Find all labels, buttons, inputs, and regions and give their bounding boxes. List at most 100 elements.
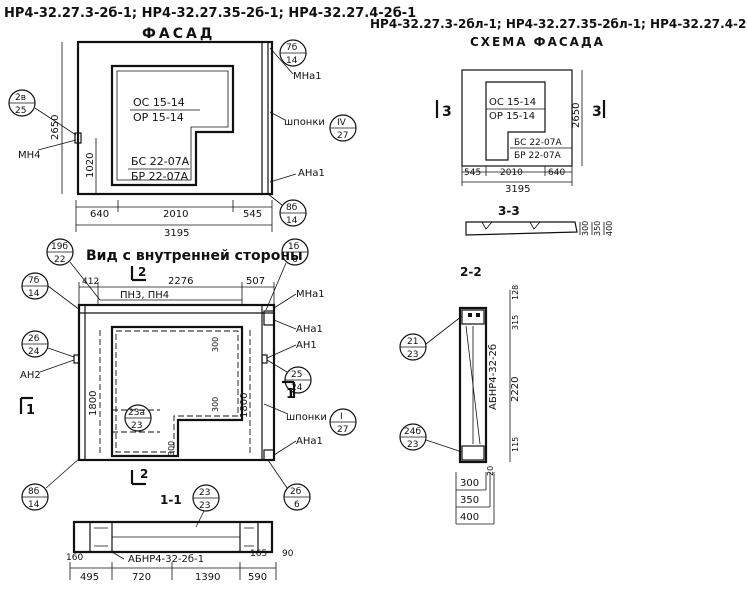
header-right: НР4-32.27.3-2бл-1; НР4-32.27.35-2бл-1; Н…	[370, 17, 747, 31]
scheme-section-left: 3	[442, 104, 452, 120]
section22-profile	[458, 306, 488, 464]
section33-dim-300: 300	[581, 221, 590, 236]
interior-section-mark-bottom: 2	[140, 467, 148, 481]
svg-text:27: 27	[337, 425, 348, 435]
interior-label-ana1-a: АНа1	[296, 324, 323, 335]
section11-dim-160: 160	[66, 553, 83, 563]
section11-title: 1-1	[160, 493, 182, 507]
svg-text:23: 23	[407, 440, 418, 450]
interior-dim-d1: 412	[82, 277, 99, 287]
svg-text:22: 22	[54, 255, 65, 265]
facade-leader-mna1	[269, 47, 294, 75]
interior-rebar-frame	[115, 330, 239, 453]
scheme-dim-height: 2650	[571, 103, 582, 128]
section11-callout: 23 23	[192, 484, 220, 528]
section22-dim-315: 315	[511, 315, 520, 330]
section22-callout-21: 21 23	[399, 315, 463, 361]
interior-callout-8b: 8б 14	[21, 457, 81, 511]
svg-text:27: 27	[337, 131, 348, 141]
facade-door-top: БС 22-07А	[131, 155, 190, 168]
facade-window-top: ОС 15-14	[133, 96, 185, 109]
section11-mark: АБНР4-32-2б-1	[128, 554, 204, 565]
section33-dim-400: 400	[605, 221, 614, 236]
svg-text:2в: 2в	[15, 93, 26, 103]
interior-callout-25: 25 24	[266, 359, 312, 394]
section-3-3: 3-3 300 350 400	[465, 204, 614, 236]
facade-title: ФАСАД	[142, 26, 215, 42]
interior-dim-d2: 2276	[168, 276, 193, 287]
scheme-view: СХЕМА ФАСАДА ОС 15-14 ОР 15-14 БС 22-07А…	[435, 35, 606, 195]
scheme-opening	[485, 81, 546, 161]
interior-view: Вид с внутренней стороны ПН3, ПН4 412 22…	[19, 238, 357, 511]
svg-text:14: 14	[286, 216, 298, 226]
svg-text:26: 26	[28, 334, 40, 344]
interior-label-an1: АН1	[296, 340, 317, 351]
svg-text:24б: 24б	[404, 427, 421, 437]
section22-mark: АБНР4-32-2б	[488, 344, 499, 410]
facade-callout-2v: 2в 25	[8, 89, 77, 136]
section33-profile	[465, 221, 578, 236]
svg-text:21: 21	[407, 337, 418, 347]
interior-callout-19b: 19б 22	[46, 238, 101, 301]
facade-dim-d3: 545	[243, 209, 262, 220]
svg-text:23: 23	[199, 488, 210, 498]
svg-text:I: I	[340, 412, 343, 422]
facade-leader-mn4	[37, 139, 77, 151]
svg-text:8б: 8б	[28, 487, 40, 497]
section-2-2: 2-2 АБНР4-32-2б 128 315 2220 115 20 21 2…	[399, 265, 521, 525]
facade-leader-ana1	[269, 173, 297, 183]
svg-text:1б: 1б	[288, 242, 300, 252]
scheme-section-right: 3	[592, 104, 602, 120]
interior-dim-d3: 507	[246, 276, 265, 287]
svg-text:7б: 7б	[28, 276, 40, 286]
interior-section-mark-left: 1	[26, 403, 35, 418]
section22-callout-24b: 24б 23	[399, 423, 463, 453]
svg-text:7б: 7б	[286, 43, 298, 53]
svg-text:24: 24	[28, 347, 40, 357]
section22-w400: 400	[460, 512, 479, 523]
section22-w300: 300	[460, 478, 479, 489]
svg-text:25: 25	[291, 370, 302, 380]
scheme-window-top: ОС 15-14	[489, 97, 536, 108]
facade-window-bottom: ОР 15-14	[133, 111, 184, 124]
facade-label-mn4: МН4	[18, 150, 41, 161]
svg-text:24: 24	[291, 383, 303, 393]
interior-dim-300c: 300	[167, 441, 176, 456]
section22-dim-128: 128	[511, 285, 520, 300]
facade-dim-sill: 1020	[85, 153, 96, 178]
facade-view: ФАСАД ОС 15-14 ОР 15-14 БС 22-07А БР 22-…	[8, 26, 357, 239]
section33-dim-350: 350	[593, 221, 602, 236]
facade-callout-7b: 7б 14	[279, 39, 307, 67]
section11-dim-1390: 1390	[195, 572, 220, 583]
facade-dim-height: 2650	[50, 115, 61, 140]
section11-profile	[72, 520, 274, 554]
interior-label-mna1: МНа1	[296, 289, 325, 300]
facade-label-ana1: АНа1	[298, 168, 325, 179]
interior-callout-26: 26 24	[21, 330, 75, 358]
interior-title: Вид с внутренней стороны	[86, 248, 303, 264]
section22-title: 2-2	[460, 265, 482, 279]
interior-dim-h2: 1800	[239, 393, 250, 418]
interior-label-an2: АН2	[20, 370, 41, 381]
interior-beam-label: ПН3, ПН4	[120, 290, 169, 301]
interior-dim-300b: 300	[211, 397, 220, 412]
facade-label-shponki: шпонки	[284, 117, 325, 128]
section11-dim-495: 495	[80, 572, 99, 583]
svg-text:23а: 23а	[128, 408, 145, 418]
section22-dim-115: 115	[511, 437, 520, 452]
facade-dim-d1: 640	[90, 209, 109, 220]
facade-embed-mn4	[74, 132, 82, 144]
facade-callout-iv: IV 27	[329, 114, 357, 142]
facade-opening-inner	[116, 70, 229, 181]
interior-dim-h1: 1800	[88, 391, 99, 416]
scheme-dim-total: 3195	[505, 184, 530, 195]
section22-dim-20: 20	[486, 466, 495, 476]
interior-callout-23a: 23а 23	[124, 404, 152, 432]
scheme-title: СХЕМА ФАСАДА	[470, 35, 605, 49]
scheme-panel	[461, 69, 573, 167]
svg-text:6: 6	[294, 500, 300, 510]
facade-callout-8b: 8б 14	[267, 193, 307, 227]
svg-text:14: 14	[286, 56, 298, 66]
section33-title: 3-3	[498, 204, 520, 218]
